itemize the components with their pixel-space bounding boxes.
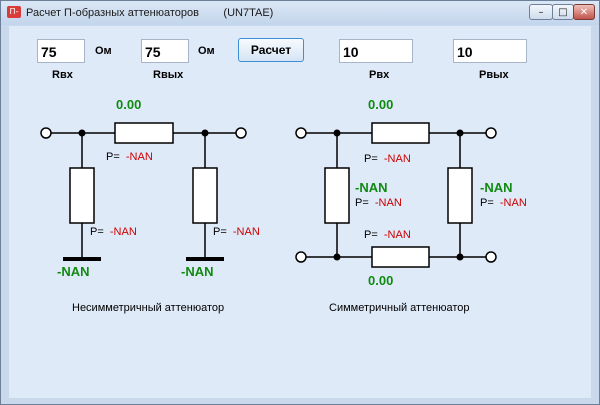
rin-input[interactable]: 75	[37, 39, 85, 63]
asym-right-power: P= -NAN	[213, 226, 260, 238]
asym-right-node	[201, 129, 209, 137]
asym-left-shunt-resistor	[69, 167, 95, 224]
asym-left-power-value: -NAN	[109, 226, 137, 238]
sym-left-shunt-value: -NAN	[355, 180, 388, 195]
asym-left-shunt-value: -NAN	[57, 264, 90, 279]
sym-left-p-prefix: P=	[355, 197, 369, 209]
sym-right-shunt-resistor	[447, 167, 473, 224]
pin-label: Рвх	[369, 69, 390, 81]
pout-label: Рвых	[479, 69, 509, 81]
asymmetric-circuit	[40, 122, 247, 258]
rout-unit: Ом	[198, 45, 215, 57]
pout-input[interactable]: 10	[453, 39, 527, 63]
asym-caption: Несимметричный аттенюатор	[72, 302, 225, 314]
schematics	[40, 122, 497, 268]
sym-bottom-power: P= -NAN	[364, 229, 411, 241]
asym-right-ground	[186, 257, 224, 261]
sym-bottom-p-prefix: P=	[364, 229, 378, 241]
sym-top-power-value: -NAN	[383, 153, 411, 165]
minimize-button[interactable]: –	[529, 4, 553, 20]
pin-input[interactable]: 10	[339, 39, 413, 63]
rout-label: Rвых	[153, 69, 184, 81]
sym-input-terminal-top	[295, 127, 307, 139]
sym-left-shunt-resistor	[324, 167, 350, 224]
calculate-button[interactable]: Расчет	[238, 38, 304, 62]
asym-markers	[63, 129, 224, 261]
asym-series-power-value: -NAN	[125, 151, 153, 163]
sym-markers	[333, 129, 464, 261]
sym-bottom-right-node	[456, 253, 464, 261]
sym-left-power: P= -NAN	[355, 197, 402, 209]
sym-top-p-prefix: P=	[364, 153, 378, 165]
asym-series-resistor	[114, 122, 174, 144]
sym-output-terminal-top	[485, 127, 497, 139]
asym-series-value: 0.00	[116, 97, 142, 112]
asym-left-power: P= -NAN	[90, 226, 137, 238]
asym-input-terminal	[40, 127, 52, 139]
rin-unit: Ом	[95, 45, 112, 57]
maximize-button[interactable]: □	[552, 4, 574, 20]
client-area: 75 Ом Rвх 75 Ом Rвых Расчет 10 Рвх 10 Рв…	[9, 26, 591, 398]
sym-top-series-resistor	[371, 122, 430, 144]
asym-right-shunt-resistor	[192, 167, 218, 224]
rin-label: Rвх	[52, 69, 73, 81]
asym-series-power: P= -NAN	[106, 151, 153, 163]
asym-right-p-prefix: P=	[213, 226, 227, 238]
title-bar[interactable]: П- Расчет П-образных аттенюаторов (UN7TA…	[1, 1, 599, 25]
close-button[interactable]: ✕	[573, 4, 595, 20]
window-title: Расчет П-образных аттенюаторов (UN7TAE)	[26, 7, 274, 19]
sym-bottom-left-node	[333, 253, 341, 261]
sym-output-terminal-bottom	[485, 251, 497, 263]
sym-right-shunt-value: -NAN	[480, 180, 513, 195]
sym-bottom-series-resistor	[371, 246, 430, 268]
sym-top-left-node	[333, 129, 341, 137]
asym-left-ground	[63, 257, 101, 261]
rout-input[interactable]: 75	[141, 39, 189, 63]
asym-series-p-prefix: P=	[106, 151, 120, 163]
sym-top-right-node	[456, 129, 464, 137]
asym-right-shunt-value: -NAN	[181, 264, 214, 279]
sym-caption: Симметричный аттенюатор	[329, 302, 470, 314]
sym-bottom-power-value: -NAN	[383, 229, 411, 241]
sym-right-p-prefix: P=	[480, 197, 494, 209]
asym-right-power-value: -NAN	[232, 226, 260, 238]
sym-top-value: 0.00	[368, 97, 394, 112]
sym-top-power: P= -NAN	[364, 153, 411, 165]
asym-left-node	[78, 129, 86, 137]
sym-input-terminal-bottom	[295, 251, 307, 263]
symmetric-circuit	[295, 122, 497, 268]
sym-bottom-value: 0.00	[368, 273, 394, 288]
sym-right-power: P= -NAN	[480, 197, 527, 209]
asym-left-p-prefix: P=	[90, 226, 104, 238]
asym-output-terminal	[235, 127, 247, 139]
sym-right-power-value: -NAN	[499, 197, 527, 209]
app-icon: П-	[7, 6, 21, 18]
sym-left-power-value: -NAN	[374, 197, 402, 209]
